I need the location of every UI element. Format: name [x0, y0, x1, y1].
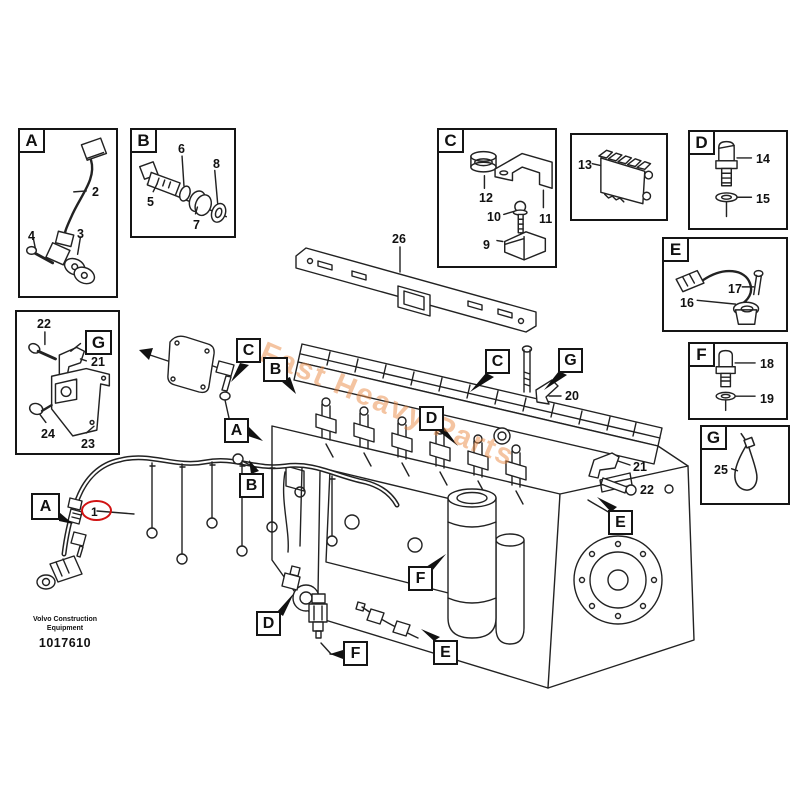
sensor-seals-art: [138, 155, 228, 223]
module-art: [591, 149, 654, 205]
box-g-letter: G: [700, 425, 727, 450]
plug-washer-art: [715, 349, 756, 412]
callout-b-left: B: [263, 357, 288, 382]
callout-e-right: E: [608, 510, 633, 535]
part-label: 25: [714, 463, 728, 477]
cylinder-head: [293, 361, 659, 465]
box-b-letter: B: [130, 128, 157, 153]
part-label: 18: [760, 357, 774, 371]
callout-d-bottom: D: [256, 611, 281, 636]
part-label-20: 20: [565, 389, 579, 403]
part-label: 24: [41, 427, 55, 441]
detail-box-d: D 14 15: [688, 130, 788, 230]
callout-e-bottom: E: [433, 640, 458, 665]
callout-c-top: C: [485, 349, 510, 374]
callout-a-harness: A: [31, 493, 60, 520]
callout-g-top: G: [558, 348, 583, 373]
plug-washer-art: [715, 140, 753, 218]
gasket-and-sensor: [149, 335, 235, 419]
detail-box-e: E 17 16: [662, 237, 788, 332]
callout-a-left: A: [224, 418, 249, 443]
callout-d-mid: D: [419, 406, 444, 431]
part-number: 1017610: [38, 636, 92, 651]
flywheel-housing: [547, 445, 695, 689]
part-label: 14: [756, 152, 770, 166]
harness-end-connector: [36, 555, 83, 590]
box-e-letter: E: [662, 237, 689, 262]
part-label: 10: [487, 210, 501, 224]
part-label-1: 1: [91, 505, 98, 519]
oil-filters: [447, 488, 525, 645]
part-label: 9: [483, 238, 490, 252]
part-label: 4: [28, 229, 35, 243]
box-a-letter: A: [18, 128, 45, 153]
bracket-sensor-art: [470, 150, 553, 261]
sensor-cable-art: [26, 137, 108, 285]
part-label: 22: [37, 317, 51, 331]
sensor-b-mid: [232, 453, 257, 469]
brand-line-1: Volvo Construction: [32, 616, 98, 623]
sensor-f-bottom: [308, 593, 343, 656]
part-label: 5: [147, 195, 154, 209]
part-label: 12: [479, 191, 493, 205]
detail-box-module: 13: [570, 133, 668, 221]
part-label-26: 26: [392, 232, 406, 246]
part-label: 15: [756, 192, 770, 206]
part-label: 8: [213, 157, 220, 171]
detail-box-a: A 2 3 4: [18, 128, 118, 298]
box-d-letter: D: [688, 130, 715, 155]
clamp-21-bolt-22: [588, 452, 637, 496]
part-label: 17: [728, 282, 742, 296]
detail-box-g-left: G 22 21 24 23: [15, 310, 120, 455]
callout-f-bottom: F: [343, 641, 368, 666]
part-label-21: 21: [633, 460, 647, 474]
harness-drop-wires: [146, 461, 338, 595]
cable-sensor-art: [675, 269, 764, 325]
detail-box-f: F 18 19: [688, 342, 788, 420]
box-c-letter: C: [437, 128, 464, 153]
part-label-22: 22: [640, 483, 654, 497]
callout-b-mid: B: [239, 473, 264, 498]
detail-box-c: C 12 10 11 9: [437, 128, 557, 268]
bolt-and-clamp-20: [521, 345, 562, 405]
callout-pointers: [59, 363, 617, 659]
box-g-letter: G: [85, 330, 112, 355]
part-label: 11: [539, 212, 553, 226]
bracket-clamp-art: [28, 331, 111, 437]
part-label: 19: [760, 392, 774, 406]
box-f-letter: F: [688, 342, 715, 367]
part-label: 2: [92, 185, 99, 199]
part-label: 21: [91, 355, 105, 369]
footer: Volvo Construction Equipment 1017610: [22, 615, 108, 650]
part-label: 23: [81, 437, 95, 451]
connector-d-bottom: [281, 565, 301, 591]
mounting-bracket-26: [295, 246, 537, 333]
valve-cover: [297, 343, 663, 447]
part-label: 13: [578, 158, 592, 172]
detail-box-g-right: G 25: [700, 425, 790, 505]
connectors-e-bottom: [355, 601, 419, 639]
highlight-ellipse-part-1: 1: [81, 500, 112, 521]
detail-box-b: B 6 8 5 7: [130, 128, 236, 238]
cable-tie-art: [730, 432, 758, 491]
part-label: 16: [680, 296, 694, 310]
sensor-part-1: [67, 497, 135, 558]
part-label: 3: [77, 227, 84, 241]
part-label: 6: [178, 142, 185, 156]
callout-c-left: C: [236, 338, 261, 363]
callout-f-filter: F: [408, 566, 433, 591]
brand-line-2: Equipment: [46, 625, 84, 633]
part-label: 7: [193, 218, 200, 232]
